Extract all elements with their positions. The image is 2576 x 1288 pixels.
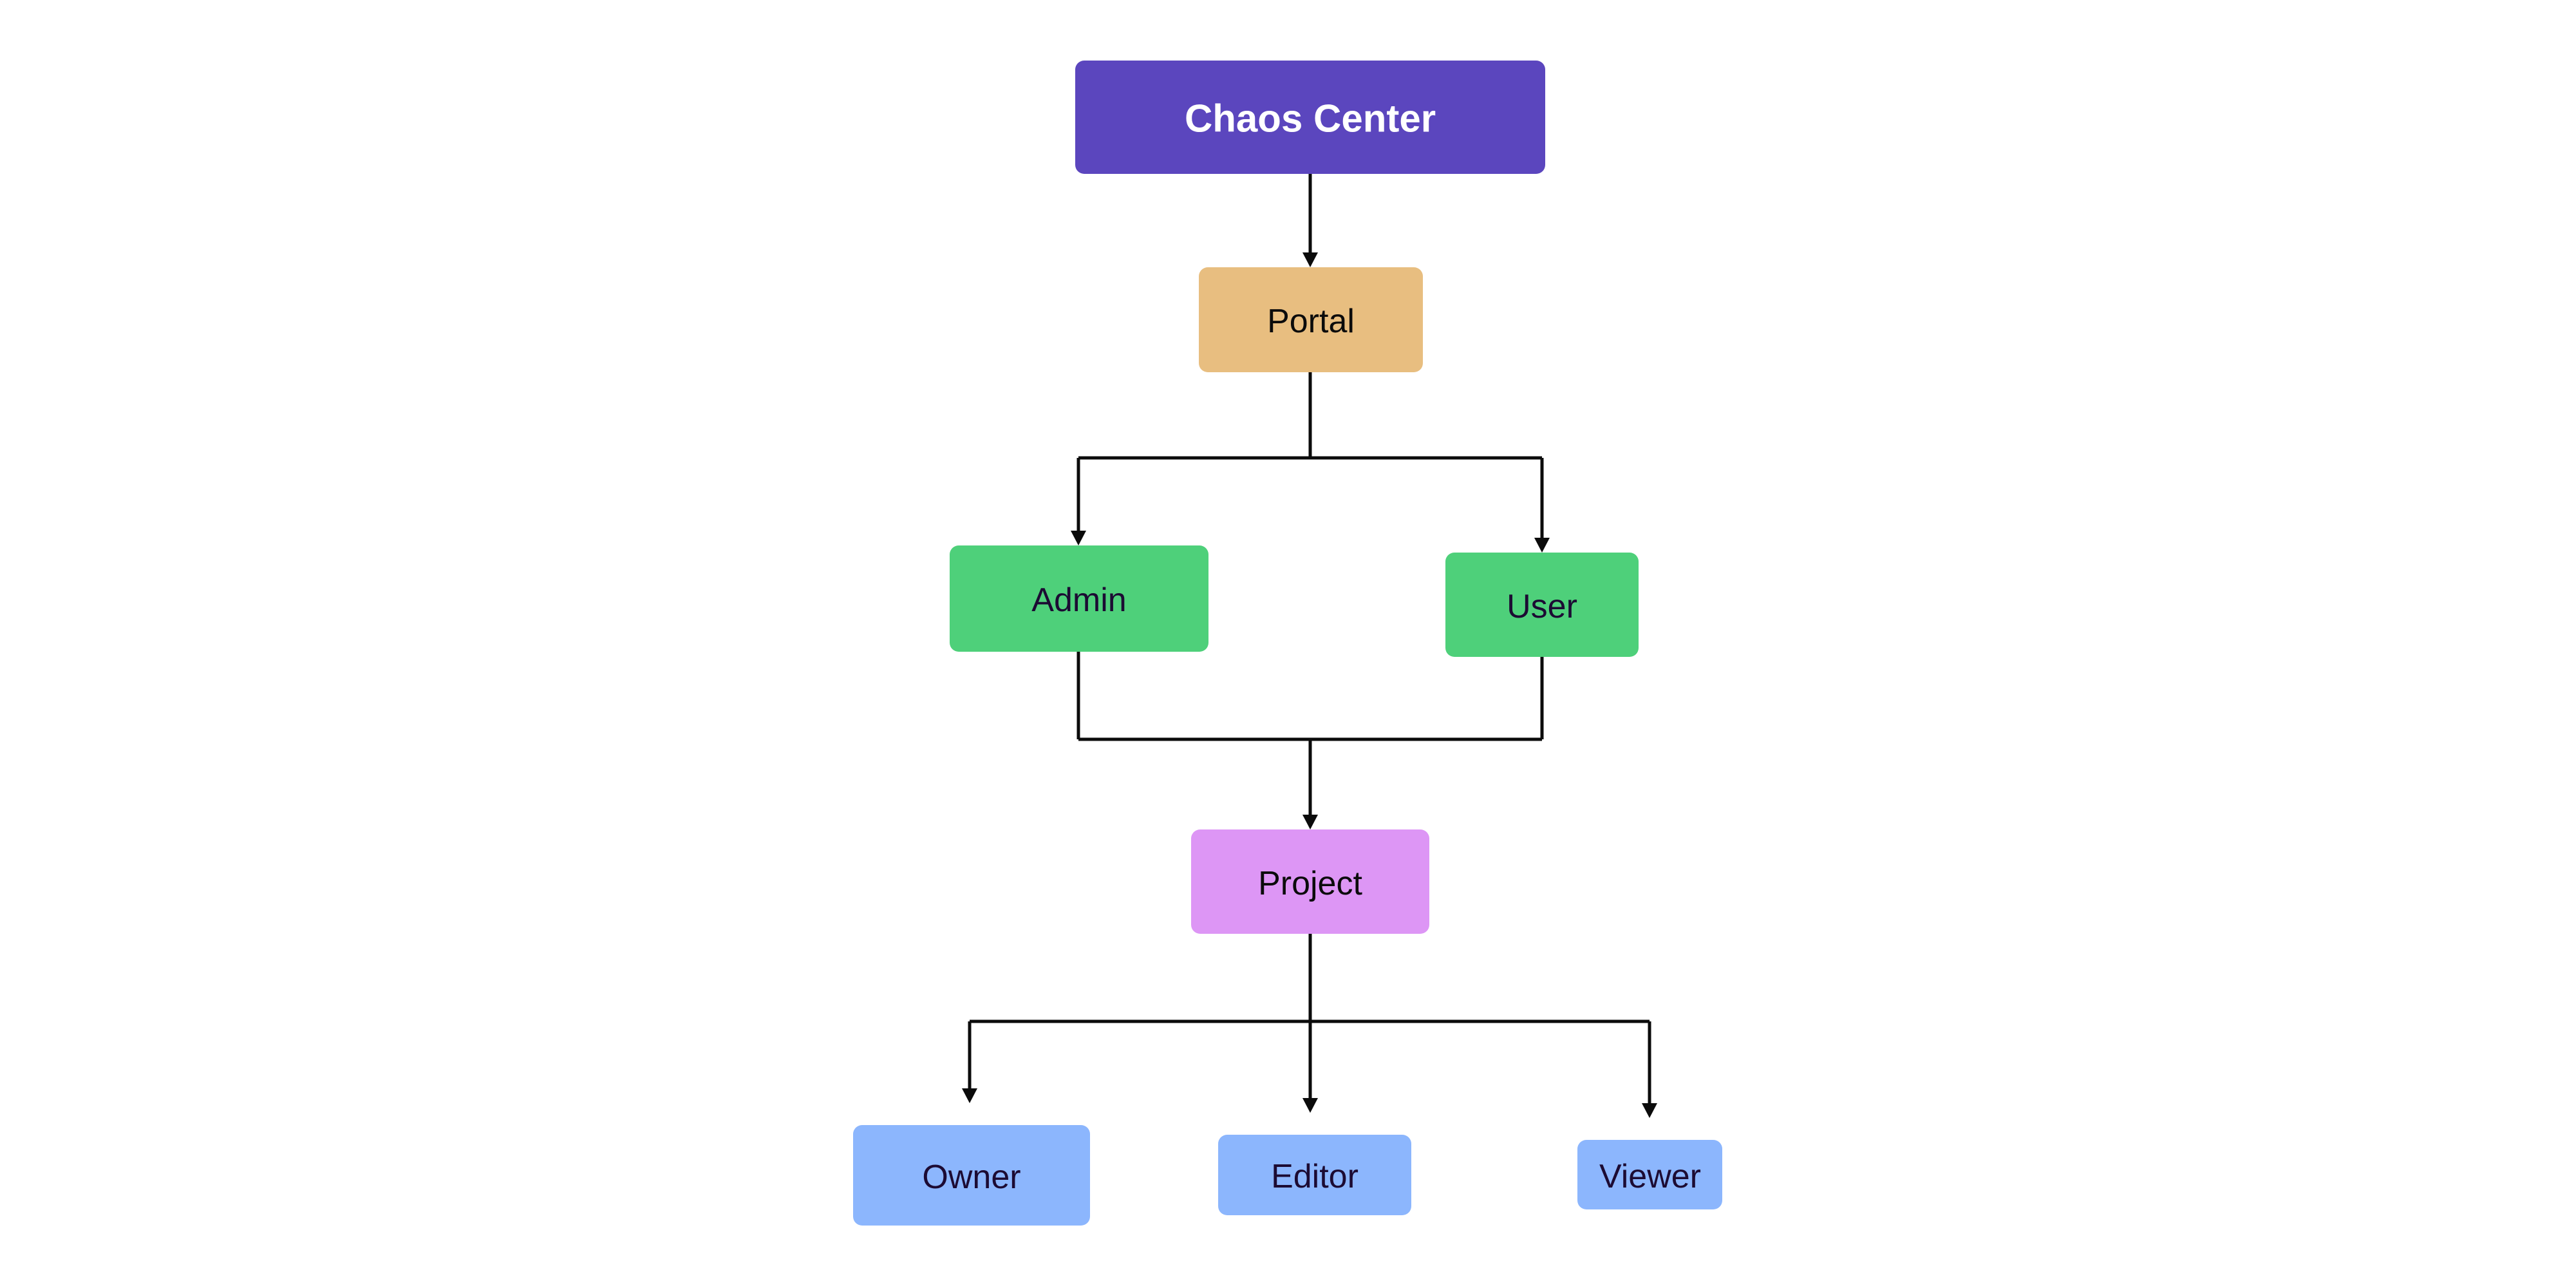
node-owner-label: Owner xyxy=(922,1159,1020,1196)
node-viewer-shape[interactable] xyxy=(1577,1140,1722,1209)
arrow-head-viewer xyxy=(1642,1103,1657,1118)
arrow-head-admin xyxy=(1071,531,1086,545)
node-chaos-center-shape[interactable] xyxy=(1075,61,1545,174)
node-user[interactable]: User xyxy=(1445,553,1639,657)
node-chaos-center-label: Chaos Center xyxy=(1185,97,1436,140)
node-owner[interactable]: Owner xyxy=(853,1125,1090,1226)
edge-project-split xyxy=(962,934,1657,1118)
edge-portal-split xyxy=(1071,372,1550,553)
arrow-head-user xyxy=(1534,538,1550,553)
node-viewer[interactable]: Viewer xyxy=(1577,1140,1722,1209)
arrow-head-project xyxy=(1302,815,1318,829)
node-user-label: User xyxy=(1507,588,1577,625)
node-portal-label: Portal xyxy=(1267,303,1355,340)
node-admin[interactable]: Admin xyxy=(950,545,1208,652)
arrow-head-portal xyxy=(1302,252,1318,267)
arrow-head-owner xyxy=(962,1088,977,1103)
arrow-head-editor xyxy=(1302,1098,1318,1113)
node-portal-shape[interactable] xyxy=(1199,267,1423,372)
node-viewer-label: Viewer xyxy=(1599,1158,1701,1195)
node-project[interactable]: Project xyxy=(1191,829,1429,934)
edge-roles-merge-to-project xyxy=(1076,652,1544,829)
node-editor[interactable]: Editor xyxy=(1218,1135,1411,1215)
node-admin-label: Admin xyxy=(1031,582,1126,619)
node-admin-shape[interactable] xyxy=(950,545,1208,652)
node-chaos-center[interactable]: Chaos Center xyxy=(1075,61,1545,174)
node-user-shape[interactable] xyxy=(1445,553,1639,657)
node-portal[interactable]: Portal xyxy=(1199,267,1423,372)
node-editor-shape[interactable] xyxy=(1218,1135,1411,1215)
edge-chaos-center-to-portal xyxy=(1302,174,1318,267)
node-editor-label: Editor xyxy=(1271,1158,1359,1195)
node-project-label: Project xyxy=(1258,865,1362,902)
node-owner-shape[interactable] xyxy=(853,1125,1090,1226)
node-project-shape[interactable] xyxy=(1191,829,1429,934)
